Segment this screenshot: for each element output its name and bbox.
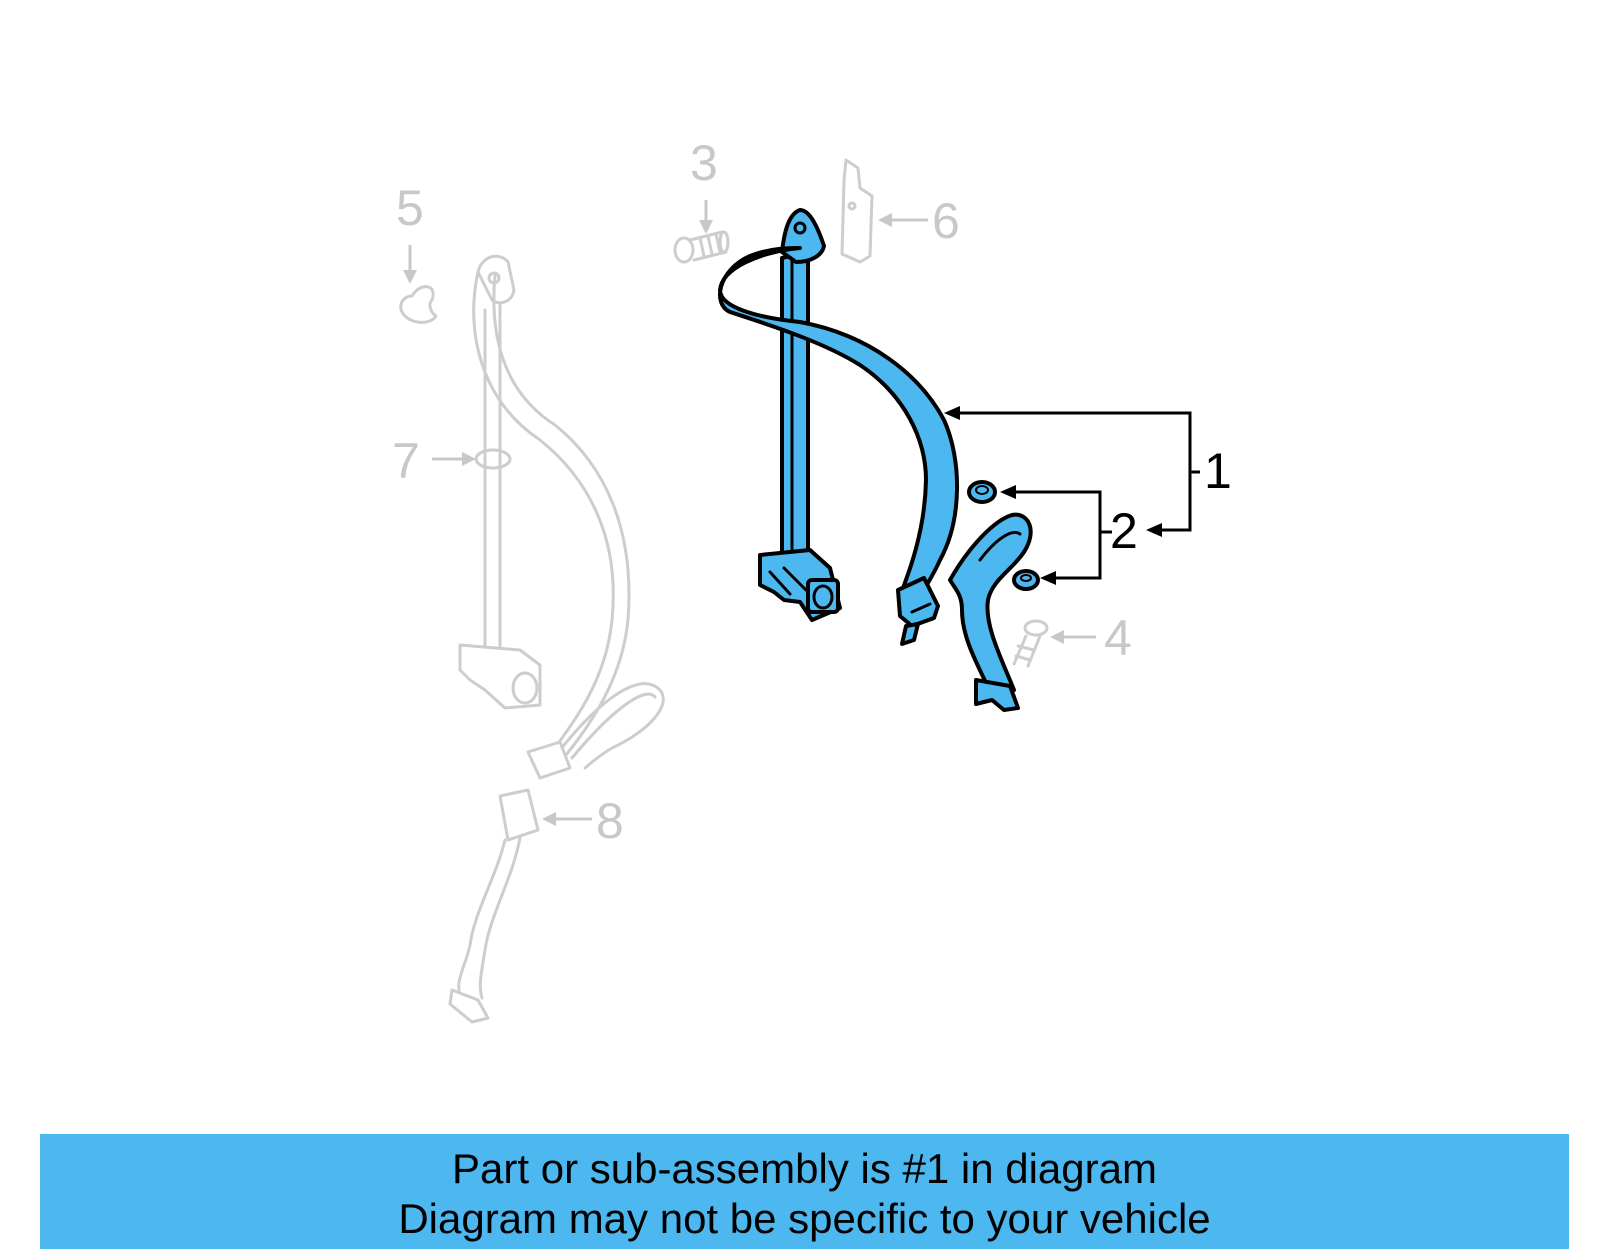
- parts-diagram: 1 2 3 4 5 6 7 8: [392, 135, 1232, 1024]
- seat-belt-assembly-part-1: [718, 208, 1040, 712]
- callout-3: 3: [690, 135, 718, 191]
- callout-7: 7: [392, 433, 420, 489]
- belt-tongue: [896, 576, 940, 628]
- grommet-lower: [1012, 569, 1040, 591]
- leader-1: [948, 411, 1200, 532]
- ghost-lap-strap: [558, 682, 665, 770]
- tongue-plate: [900, 622, 920, 646]
- banner-line-1: Part or sub-assembly is #1 in diagram: [452, 1145, 1157, 1192]
- ghost-seat-belt-assembly: [448, 254, 665, 1024]
- ghost-tongue: [526, 740, 572, 780]
- belt-rail: [780, 250, 810, 578]
- ghost-bracket-6: [840, 158, 874, 264]
- callout-6: 6: [932, 193, 960, 249]
- ghost-bolt-3: [673, 230, 730, 264]
- callout-numbers: 1 2 3 4 5 6 7 8: [392, 135, 1232, 849]
- ghost-small-parts: [399, 158, 1049, 668]
- callout-4: 4: [1104, 610, 1132, 666]
- ghost-cap-5: [399, 285, 438, 324]
- banner-line-2: Diagram may not be specific to your vehi…: [398, 1195, 1211, 1242]
- callout-8: 8: [596, 793, 624, 849]
- callout-2: 2: [1110, 503, 1138, 559]
- lower-anchor: [974, 678, 1020, 712]
- shoulder-webbing: [718, 246, 960, 602]
- leader-2: [1004, 490, 1112, 580]
- callout-1: 1: [1204, 443, 1232, 499]
- info-banner: Part or sub-assembly is #1 in diagram Di…: [40, 1134, 1569, 1249]
- ghost-webbing: [472, 270, 631, 757]
- leader-lines: [403, 200, 1200, 826]
- ghost-buckle-cable: [457, 836, 522, 1000]
- upper-anchor: [780, 208, 826, 264]
- ghost-guide-loop: [474, 448, 512, 470]
- callout-5: 5: [396, 180, 424, 236]
- grommet-upper: [967, 480, 997, 504]
- lap-anchor-strap: [948, 512, 1033, 694]
- ghost-bolt-4: [1012, 619, 1049, 668]
- ghost-buckle-foot: [448, 988, 490, 1024]
- ghost-retractor: [458, 643, 542, 710]
- ghost-buckle: [498, 788, 540, 842]
- ghost-rail: [483, 303, 502, 652]
